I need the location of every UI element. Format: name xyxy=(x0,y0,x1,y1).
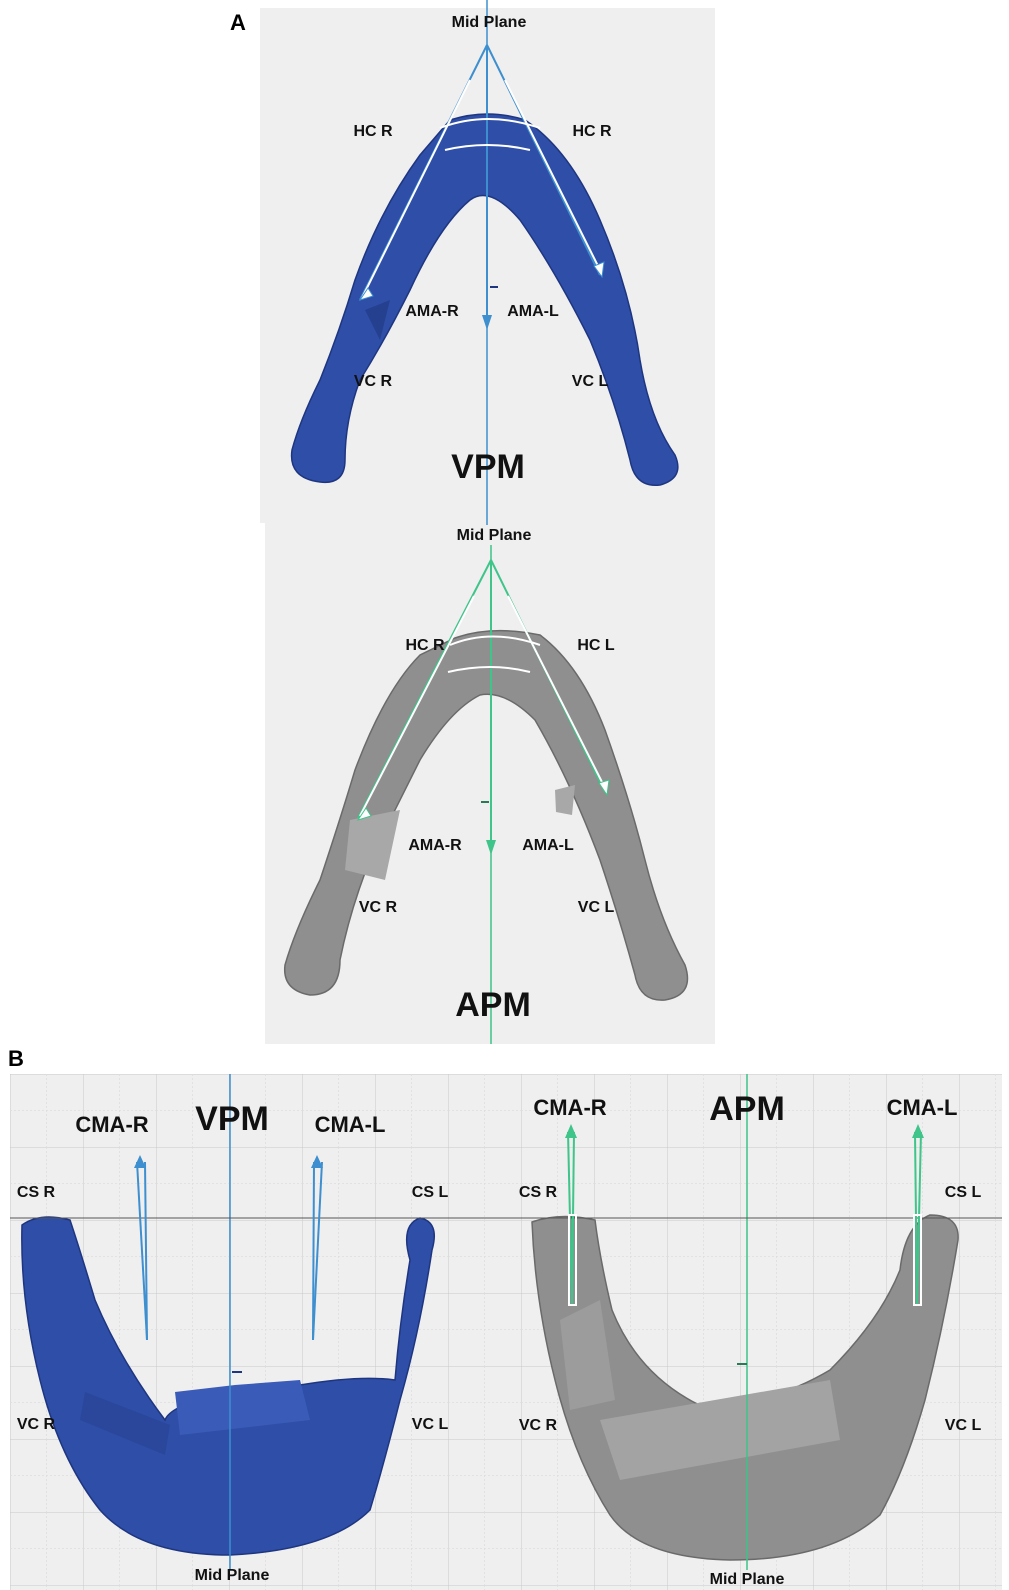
vpm-cma-left-label: CMA-L xyxy=(315,1112,386,1138)
vpm-frontal-vc-left-label: VC L xyxy=(412,1416,448,1434)
vpm-cma-right-label: CMA-R xyxy=(75,1112,148,1138)
apm-ama-right-label: AMA-R xyxy=(408,837,461,855)
apm-cs-right-label: CS R xyxy=(519,1184,557,1202)
vpm-ama-right-label: AMA-R xyxy=(405,303,458,321)
apm-cma-right-label: CMA-R xyxy=(533,1095,606,1121)
apm-arrowhead-mid xyxy=(486,840,496,855)
apm-cs-left-label: CS L xyxy=(945,1184,981,1202)
vpm-frontal-mid-plane-label: Mid Plane xyxy=(195,1567,270,1585)
apm-cma-left-label: CMA-L xyxy=(887,1095,958,1121)
apm-ama-left-label: AMA-L xyxy=(522,837,574,855)
apm-frontal-mid-plane-label: Mid Plane xyxy=(710,1571,785,1589)
apm-hc-right-label: HC R xyxy=(405,637,444,655)
vpm-vc-left-label: VC L xyxy=(572,373,608,391)
vpm-hc-left-label: HC R xyxy=(572,123,611,141)
vpm-vc-right-label: VC R xyxy=(354,373,392,391)
apm-frontal-vc-right-label: VC R xyxy=(519,1417,557,1435)
apm-vc-left-label: VC L xyxy=(578,899,614,917)
vpm-frontal-model-label: VPM xyxy=(195,1100,269,1139)
apm-model-label: APM xyxy=(455,986,531,1025)
vpm-frontal-vc-right-label: VC R xyxy=(17,1416,55,1434)
vpm-hc-right-label: HC R xyxy=(353,123,392,141)
apm-mid-plane-label: Mid Plane xyxy=(457,527,532,545)
vpm-cs-left-label: CS L xyxy=(412,1184,448,1202)
apm-occlusal-mandible xyxy=(285,631,688,1000)
vpm-occlusal-mandible xyxy=(292,114,678,485)
apm-frontal-model-label: APM xyxy=(709,1090,785,1129)
apm-frontal-vc-left-label: VC L xyxy=(945,1417,981,1435)
vpm-mid-plane-label: Mid Plane xyxy=(452,14,527,32)
vpm-ama-left-label: AMA-L xyxy=(507,303,559,321)
vpm-model-label: VPM xyxy=(451,448,525,487)
apm-vc-right-label: VC R xyxy=(359,899,397,917)
apm-hc-left-label: HC L xyxy=(577,637,614,655)
vpm-cs-right-label: CS R xyxy=(17,1184,55,1202)
vpm-arrowhead-mid xyxy=(482,315,492,330)
